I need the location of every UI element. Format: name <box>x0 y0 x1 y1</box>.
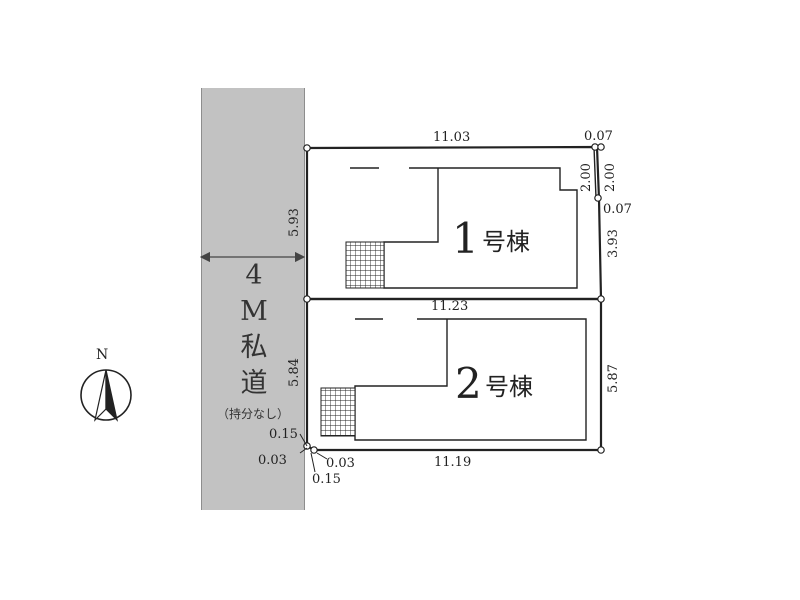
lot-1-jog <box>593 146 597 199</box>
stair-grid-2 <box>320 387 356 437</box>
building-1-number: 1 <box>452 214 479 263</box>
dim-left-lot2: 5.84 <box>287 358 302 387</box>
dim-corner-b: 0.03 <box>258 453 287 468</box>
dim-corner-a: 0.15 <box>269 427 298 442</box>
building-2-number: 2 <box>455 359 482 408</box>
dimension-labels: 11.03 0.07 2.00 2.00 0.07 5.93 3.93 11.2… <box>258 129 632 487</box>
road-label-line: 4 <box>245 260 263 291</box>
dim-top-right-small: 0.07 <box>584 129 613 144</box>
dim-left-lot1: 5.93 <box>287 208 302 237</box>
boundary-marker <box>303 295 311 303</box>
dim-right-lot2: 5.87 <box>606 364 621 393</box>
building-2-label: 2 号棟 <box>455 359 533 408</box>
dim-right-lot1: 3.93 <box>606 229 621 258</box>
boundary-marker <box>310 446 318 454</box>
dim-right-small-1: 2.00 <box>579 163 594 192</box>
dim-right-small-2: 2.00 <box>603 163 618 192</box>
dim-corner-c: 0.03 <box>326 456 355 471</box>
dim-bottom: 11.19 <box>434 455 471 470</box>
building-2-outline <box>354 318 587 441</box>
north-compass: N <box>80 347 132 422</box>
building-1-label: 1 号棟 <box>452 214 530 263</box>
dim-corner-d: 0.15 <box>312 472 341 487</box>
boundary-markers <box>303 143 605 454</box>
compass-needle-right <box>105 369 119 422</box>
boundary-marker <box>594 194 602 202</box>
dim-right-small-bottom: 0.07 <box>603 202 632 217</box>
dim-middle: 11.23 <box>431 299 468 314</box>
lot-boundaries <box>305 145 603 452</box>
road-label: 4 M 私 道 <box>210 258 298 402</box>
lot-1-boundary <box>305 145 603 301</box>
building-1-outline <box>350 167 578 289</box>
compass-label: N <box>96 347 108 363</box>
road-label-line: M <box>240 296 268 327</box>
stair-grid-1 <box>345 241 385 289</box>
boundary-marker <box>597 295 605 303</box>
boundary-marker <box>303 144 311 152</box>
dim-top: 11.03 <box>433 130 470 145</box>
boundary-marker <box>597 143 605 151</box>
private-road <box>201 88 305 510</box>
building-2-suffix: 号棟 <box>485 373 533 401</box>
compass-needle-left <box>93 369 107 422</box>
boundary-marker <box>597 446 605 454</box>
corner-leaders <box>299 433 328 473</box>
building-1-suffix: 号棟 <box>482 228 530 256</box>
road-note: （持分なし） <box>216 407 289 421</box>
road-label-line: 道 <box>240 368 268 399</box>
road-label-line: 私 <box>240 332 268 363</box>
lot-2-boundary <box>305 297 603 452</box>
